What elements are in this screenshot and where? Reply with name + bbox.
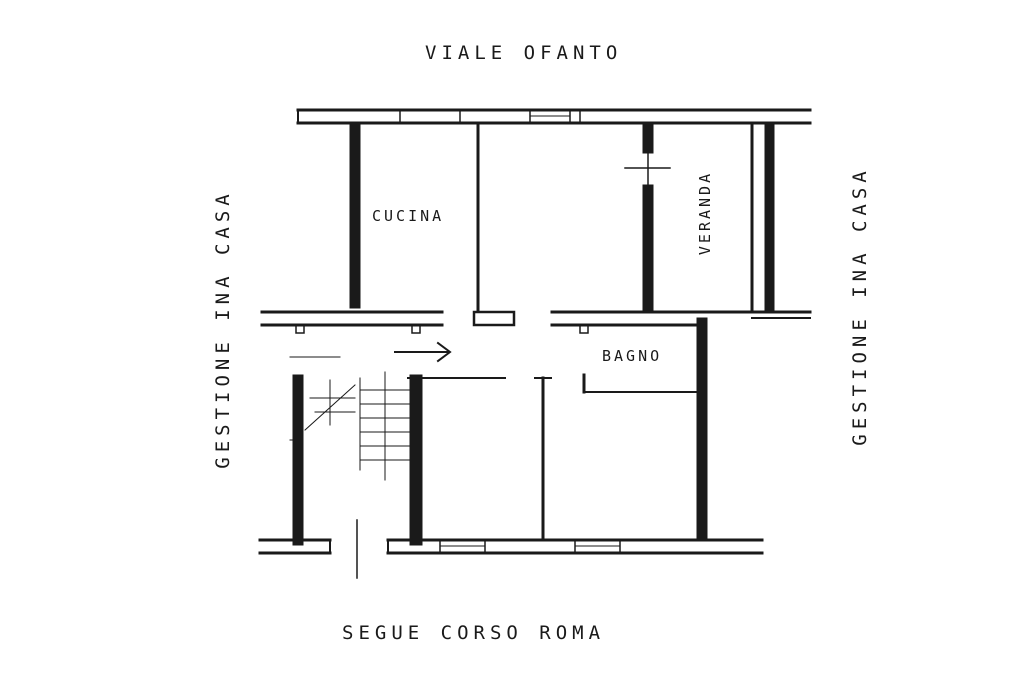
north-exterior-wall bbox=[296, 108, 812, 125]
veranda-west-wall bbox=[624, 122, 671, 311]
south-street-label: SEGUE CORSO ROMA bbox=[342, 622, 606, 644]
central-partition bbox=[534, 376, 552, 542]
middle-wall bbox=[260, 310, 812, 334]
entry-arrow bbox=[394, 341, 506, 379]
veranda-east-wall bbox=[750, 121, 811, 312]
north-street-label: VIALE OFANTO bbox=[425, 42, 623, 64]
kitchen-label: CUCINA bbox=[372, 207, 445, 225]
bathroom-walls bbox=[582, 317, 708, 541]
west-neighbor-label: GESTIONE INA CASA bbox=[212, 189, 234, 469]
east-neighbor-label: GESTIONE INA CASA bbox=[849, 166, 871, 446]
bathroom-label: BAGNO bbox=[602, 347, 663, 365]
kitchen-west-wall bbox=[349, 122, 361, 309]
veranda-label: VERANDA bbox=[696, 170, 714, 256]
staircase bbox=[289, 356, 423, 546]
south-exterior-wall bbox=[258, 519, 764, 579]
